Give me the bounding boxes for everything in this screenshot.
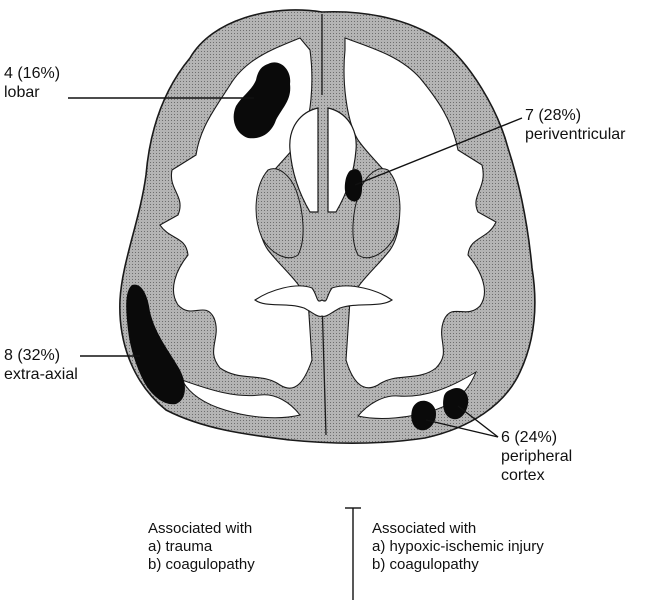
label-periventricular-count: 7 (28%)	[525, 106, 625, 125]
association-left-item: a) trauma	[148, 538, 255, 556]
label-peripheral-cortex: 6 (24%) peripheral cortex	[501, 428, 572, 485]
label-peripheral-count: 6 (24%)	[501, 428, 572, 447]
label-extra-axial-type: extra-axial	[4, 365, 78, 384]
label-extra-axial: 8 (32%) extra-axial	[4, 346, 78, 384]
association-left: Associated with a) trauma b) coagulopath…	[148, 520, 255, 574]
label-extra-axial-count: 8 (32%)	[4, 346, 78, 365]
association-right-item: a) hypoxic-ischemic injury	[372, 538, 544, 556]
association-right-item: b) coagulopathy	[372, 556, 544, 574]
label-lobar-count: 4 (16%)	[4, 64, 60, 83]
label-lobar-type: lobar	[4, 83, 60, 102]
label-lobar: 4 (16%) lobar	[4, 64, 60, 102]
association-left-heading: Associated with	[148, 520, 255, 538]
label-peripheral-line1: peripheral	[501, 447, 572, 466]
association-left-item: b) coagulopathy	[148, 556, 255, 574]
label-peripheral-line2: cortex	[501, 466, 572, 485]
label-periventricular-type: periventricular	[525, 125, 625, 144]
label-periventricular: 7 (28%) periventricular	[525, 106, 625, 144]
association-right-heading: Associated with	[372, 520, 544, 538]
association-right: Associated with a) hypoxic-ischemic inju…	[372, 520, 544, 574]
